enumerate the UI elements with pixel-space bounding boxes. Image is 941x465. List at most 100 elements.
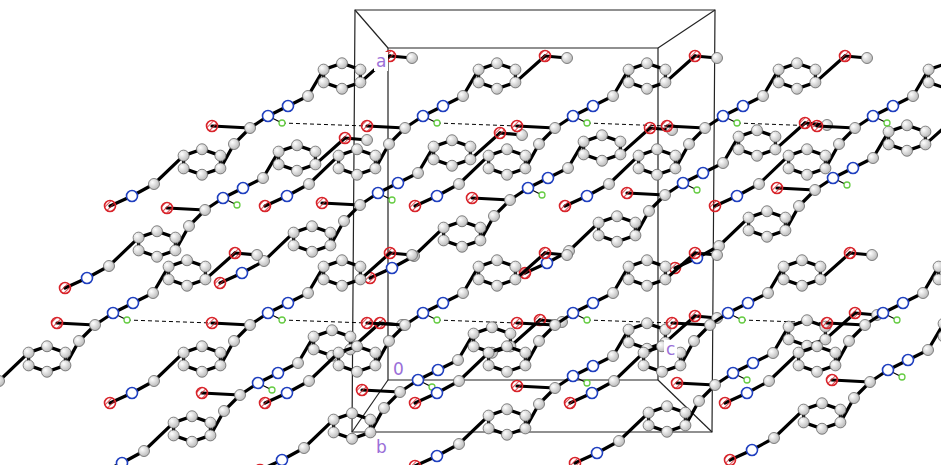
carbon-atom [258, 173, 269, 184]
carbon-atom [623, 337, 634, 348]
oxygen-atom [812, 121, 823, 132]
oxygen-atom [622, 188, 633, 199]
nitrogen-atom [253, 378, 264, 389]
carbon-atom [458, 288, 469, 299]
oxygen-atom [690, 248, 701, 259]
carbon-atom [705, 320, 716, 331]
carbon-atom [307, 221, 318, 232]
carbon-atom [473, 261, 484, 272]
molecule [565, 248, 878, 409]
carbon-atom [197, 169, 208, 180]
hydrogen-bond [127, 320, 212, 323]
carbon-atom [229, 139, 240, 150]
carbon-atom [473, 274, 484, 285]
carbon-atom [428, 154, 439, 165]
carbon-atom [850, 123, 861, 134]
carbon-atom [792, 83, 803, 94]
oxygen-atom [207, 318, 218, 329]
carbon-atom [743, 212, 754, 223]
carbon-atom [662, 401, 673, 412]
carbon-atom [492, 255, 503, 266]
carbon-atom [609, 376, 620, 387]
carbon-atom [802, 144, 813, 155]
carbon-atom [170, 245, 181, 256]
carbon-atom [502, 341, 513, 352]
nitrogen-atom [283, 298, 294, 309]
nitrogen-atom [432, 451, 443, 462]
molecule [710, 51, 941, 212]
hydrogen-atom [584, 317, 590, 323]
oxygen-atom [690, 311, 701, 322]
carbon-atom [337, 58, 348, 69]
carbon-atom [550, 320, 561, 331]
carbon-atom [733, 144, 744, 155]
carbon-atom [178, 360, 189, 371]
carbon-atom [902, 145, 913, 156]
carbon-atom [612, 211, 623, 222]
carbon-atom [205, 417, 216, 428]
carbon-atom [352, 169, 363, 180]
molecule [60, 133, 373, 294]
carbon-atom [657, 366, 668, 377]
carbon-atom [562, 250, 573, 261]
carbon-atom [812, 366, 823, 377]
carbon-atom [492, 58, 503, 69]
carbon-atom [395, 387, 406, 398]
carbon-atom [370, 360, 381, 371]
nitrogen-atom [418, 111, 429, 122]
oxygen-atom [60, 283, 71, 294]
oxygen-atom [357, 385, 368, 396]
carbon-atom [792, 58, 803, 69]
oxygen-atom [512, 381, 523, 392]
carbon-atom [810, 64, 821, 75]
oxygen-atom [560, 201, 571, 212]
hydrogen-atom [279, 120, 285, 126]
carbon-atom [780, 212, 791, 223]
carbon-atom [835, 417, 846, 428]
carbon-atom [457, 241, 468, 252]
carbon-atom [762, 206, 773, 217]
nitrogen-atom [117, 458, 128, 465]
hydrogen-atom [389, 197, 395, 203]
carbon-atom [660, 274, 671, 285]
carbon-atom [933, 274, 941, 285]
carbon-atom [830, 360, 841, 371]
carbon-atom [694, 396, 705, 407]
carbon-atom [660, 261, 671, 272]
oxygen-atom [512, 121, 523, 132]
oxygen-atom [725, 455, 736, 465]
nitrogen-atom [678, 178, 689, 189]
carbon-atom [623, 77, 634, 88]
carbon-atom [642, 255, 653, 266]
oxygen-atom [570, 458, 581, 465]
hydrogen-bond [282, 320, 367, 323]
oxygen-atom [260, 398, 271, 409]
carbon-atom [510, 274, 521, 285]
carbon-atom [764, 376, 775, 387]
axis-label: 0 [391, 360, 406, 379]
carbon-atom [642, 318, 653, 329]
carbon-atom [60, 347, 71, 358]
carbon-atom [23, 360, 34, 371]
carbon-atom [623, 324, 634, 335]
oxygen-atom [410, 398, 421, 409]
carbon-atom [42, 341, 53, 352]
nitrogen-atom [568, 371, 579, 382]
carbon-atom [920, 126, 931, 137]
carbon-atom [923, 64, 934, 75]
nitrogen-atom [283, 101, 294, 112]
carbon-atom [307, 246, 318, 257]
carbon-atom [783, 334, 794, 345]
carbon-atom [763, 288, 774, 299]
carbon-atom [550, 123, 561, 134]
axis-label: b [374, 438, 389, 457]
carbon-atom [652, 169, 663, 180]
carbon-atom [168, 430, 179, 441]
carbon-atom [908, 91, 919, 102]
carbon-atom [578, 136, 589, 147]
carbon-atom [769, 433, 780, 444]
carbon-atom [90, 320, 101, 331]
carbon-atom [623, 261, 634, 272]
carbon-atom [612, 236, 623, 247]
nitrogen-atom [592, 448, 603, 459]
